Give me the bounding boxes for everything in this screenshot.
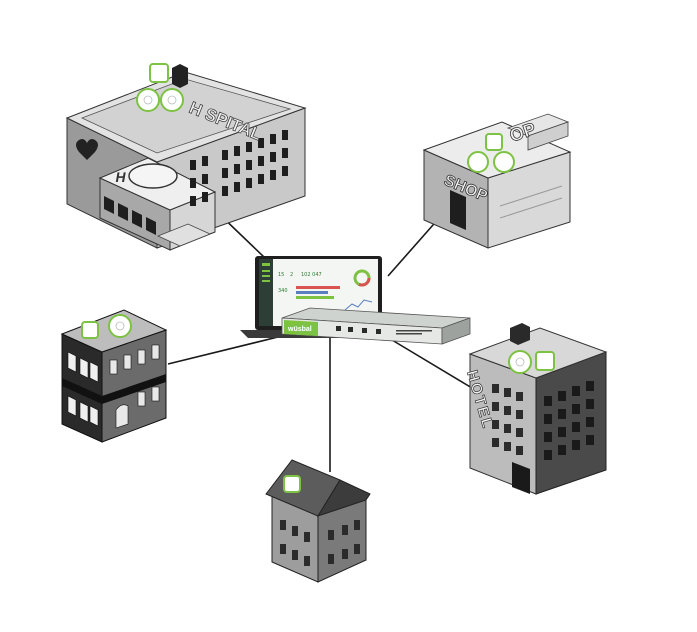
dashboard-number-3: 102 047 <box>301 272 322 278</box>
link-hotel <box>391 339 473 389</box>
heart-icon <box>76 139 98 160</box>
hospital-building: H H SPITAL <box>65 63 307 251</box>
hotel-building: HOTEL <box>463 323 608 495</box>
dashboard-number-1: 15 <box>278 272 284 278</box>
access-point-icon <box>508 350 555 374</box>
access-point-icon <box>136 63 184 112</box>
helipad <box>128 163 178 189</box>
shop-building: SHOP OP <box>422 113 572 249</box>
house-building <box>265 459 371 583</box>
access-point-icon <box>467 133 515 173</box>
dashboard-number-2: 2 <box>290 272 293 278</box>
network-appliance-icon: wüsbal <box>281 307 471 345</box>
dashboard-number-4: 340 <box>278 288 288 294</box>
access-point-icon <box>283 475 301 493</box>
townhouse-building <box>60 309 168 443</box>
link-townhouse <box>167 335 283 365</box>
access-point-icon <box>81 314 132 339</box>
helipad-letter: H <box>114 169 127 185</box>
appliance-brand: wüsbal <box>287 326 312 333</box>
